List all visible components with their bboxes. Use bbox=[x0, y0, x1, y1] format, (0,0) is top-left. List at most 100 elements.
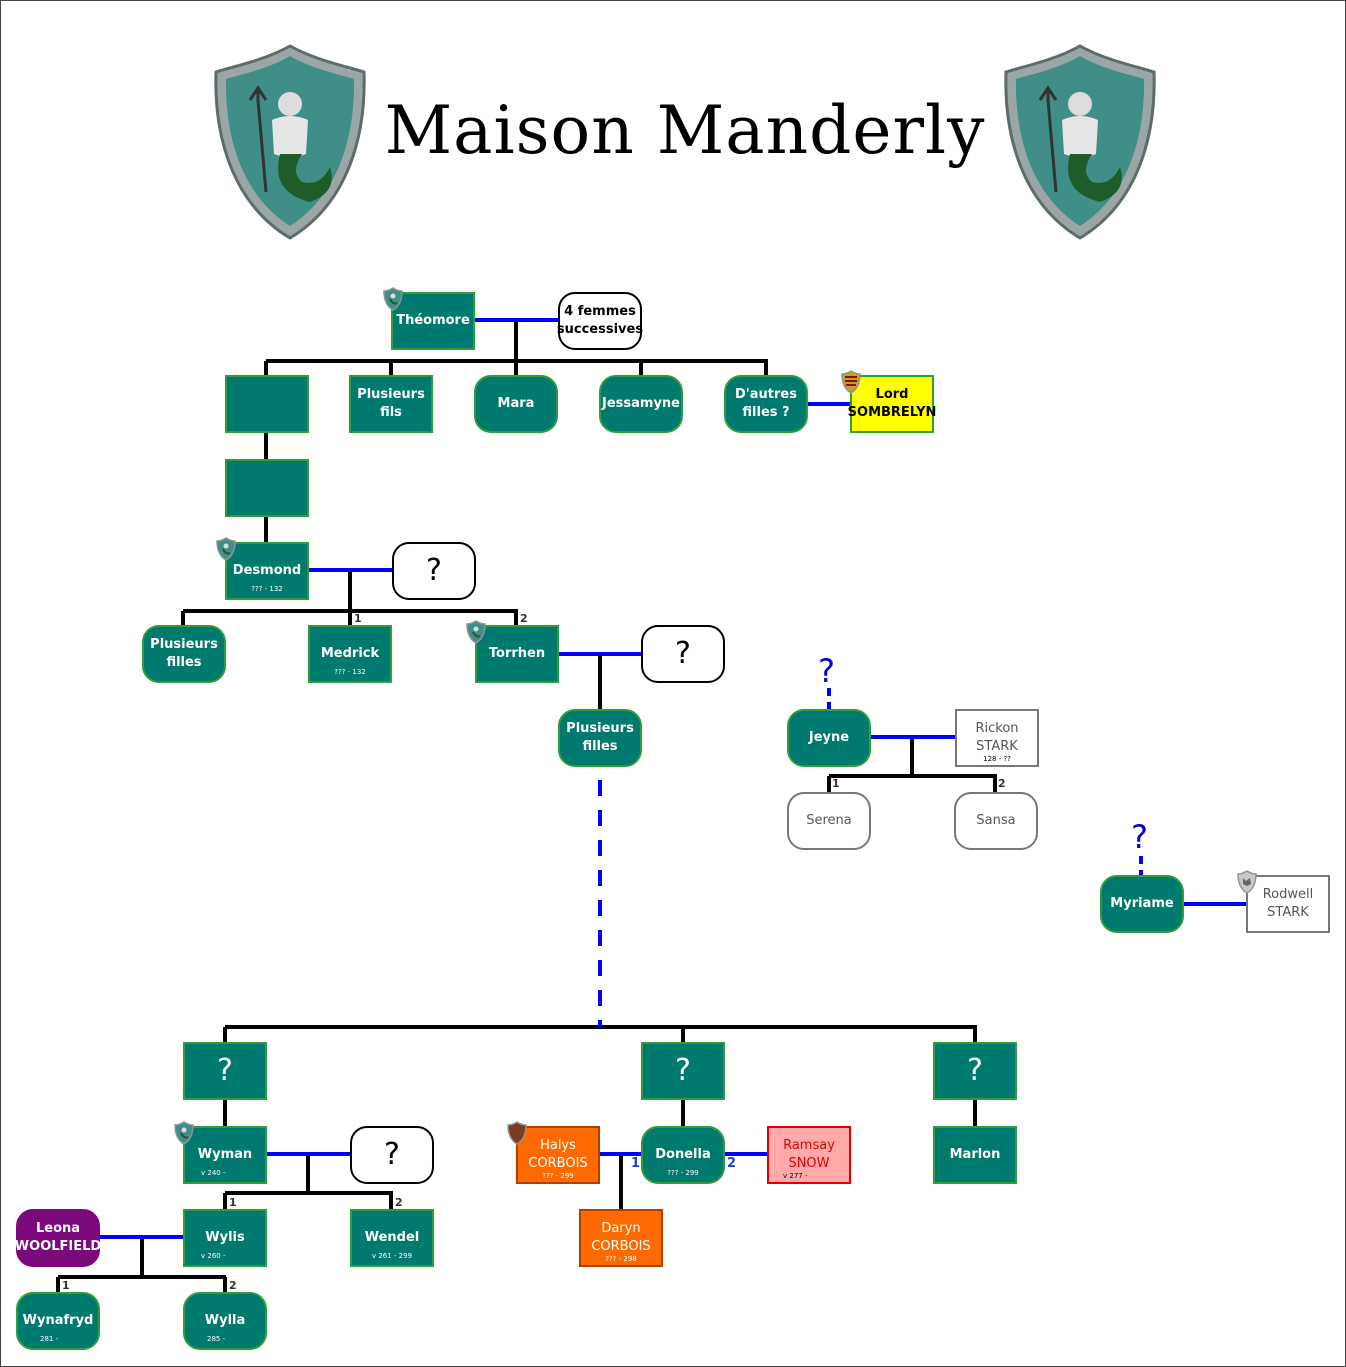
manderly-shield-icon bbox=[216, 537, 236, 561]
person-name: Halys CORBOIS bbox=[528, 1138, 588, 1171]
house-shield-icon-right bbox=[1004, 44, 1156, 240]
person-name: Desmond bbox=[232, 563, 302, 578]
child-order-number: 2 bbox=[520, 612, 528, 625]
person-name: Wyman bbox=[197, 1147, 253, 1162]
child-order-number: 2 bbox=[229, 1279, 237, 1292]
person-name: Donella bbox=[655, 1147, 711, 1162]
person-name: Jeyne bbox=[808, 730, 850, 745]
unknown-origin-marker: ? bbox=[818, 652, 835, 690]
manderly-shield-icon bbox=[174, 1121, 194, 1145]
person-name: Théomore bbox=[396, 313, 470, 328]
person-dates: ??? - 132 bbox=[334, 668, 366, 676]
person-dates: 285 - bbox=[207, 1335, 226, 1343]
person-medrick[interactable]: Medrick ??? - 132 bbox=[308, 625, 392, 683]
person-unnamed-grandson[interactable] bbox=[225, 459, 309, 517]
person-name: Mara bbox=[497, 396, 535, 411]
person-wylla[interactable]: Wylla 285 - bbox=[183, 1292, 267, 1350]
person-theomore[interactable]: Théomore bbox=[391, 292, 475, 350]
person-dates: ??? - 299 bbox=[667, 1169, 699, 1177]
person-name: ? bbox=[675, 1053, 691, 1088]
person-name: Plusieurs fils bbox=[357, 387, 425, 420]
person-name: Leona WOOLFIELD bbox=[14, 1221, 102, 1254]
person-leona-woolfield[interactable]: Leona WOOLFIELD bbox=[14, 1209, 102, 1267]
person-dates: v 260 - bbox=[201, 1252, 226, 1260]
person-name: ? bbox=[675, 636, 691, 671]
person-torrhen-spouse[interactable]: ? bbox=[641, 625, 725, 683]
person-name: Wylis bbox=[205, 1230, 245, 1245]
manderly-shield-icon bbox=[466, 620, 486, 644]
house-shield-icon-left bbox=[214, 44, 366, 240]
person-desmond[interactable]: Desmond ??? - 132 bbox=[225, 542, 309, 600]
person-dates: 128 - ?? bbox=[983, 755, 1011, 763]
person-dates: 281 - bbox=[40, 1335, 59, 1343]
corbois-shield-icon bbox=[507, 1121, 527, 1145]
person-name: Wendel bbox=[364, 1230, 420, 1245]
person-unknown-1[interactable]: ? bbox=[183, 1042, 267, 1100]
child-order-number: 2 bbox=[998, 777, 1006, 790]
child-order-number: 1 bbox=[832, 777, 840, 790]
person-desmond-daughters[interactable]: Plusieurs filles bbox=[142, 625, 226, 683]
person-name: ? bbox=[217, 1053, 233, 1088]
person-wyman-spouse[interactable]: ? bbox=[350, 1126, 434, 1184]
person-serena[interactable]: Serena bbox=[787, 792, 871, 850]
child-order-number: 1 bbox=[229, 1196, 237, 1209]
person-several-sons[interactable]: Plusieurs fils bbox=[349, 375, 433, 433]
person-name: Torrhen bbox=[488, 646, 546, 661]
person-name: Marlon bbox=[949, 1147, 1001, 1162]
person-name: Jessamyne bbox=[602, 396, 680, 411]
child-order-number: 1 bbox=[62, 1279, 70, 1292]
manderly-shield-icon bbox=[383, 287, 403, 311]
person-name: Sansa bbox=[976, 813, 1016, 828]
person-torrhen[interactable]: Torrhen bbox=[475, 625, 559, 683]
person-mara[interactable]: Mara bbox=[474, 375, 558, 433]
person-donella[interactable]: Donella ??? - 299 bbox=[641, 1126, 725, 1184]
person-name: Wylla bbox=[204, 1313, 246, 1328]
person-name: Wynafryd bbox=[22, 1313, 94, 1328]
person-name: Plusieurs filles bbox=[566, 721, 634, 754]
person-name: ? bbox=[967, 1053, 983, 1088]
person-unknown-3[interactable]: ? bbox=[933, 1042, 1017, 1100]
person-sansa[interactable]: Sansa bbox=[954, 792, 1038, 850]
person-name: Myriame bbox=[1110, 896, 1174, 911]
person-name: Lord SOMBRELYN bbox=[847, 387, 937, 420]
child-order-number: 1 bbox=[354, 612, 362, 625]
person-dates: v 277 - bbox=[783, 1172, 808, 1180]
person-desmond-spouse[interactable]: ? bbox=[392, 542, 476, 600]
person-name: Medrick bbox=[320, 646, 380, 661]
person-wylis[interactable]: Wylis v 260 - bbox=[183, 1209, 267, 1267]
person-name: Ramsay SNOW bbox=[783, 1138, 835, 1171]
sombrelyn-shield-icon bbox=[841, 370, 861, 394]
person-name: ? bbox=[426, 553, 442, 588]
person-dates: ??? - 132 bbox=[251, 585, 283, 593]
person-unnamed-son[interactable] bbox=[225, 375, 309, 433]
person-halys-corbois[interactable]: Halys CORBOIS??? - 299 bbox=[516, 1126, 600, 1184]
person-name: Plusieurs filles bbox=[150, 637, 218, 670]
person-name: D'autres filles ? bbox=[735, 387, 797, 420]
person-unknown-2[interactable]: ? bbox=[641, 1042, 725, 1100]
person-name: ? bbox=[384, 1137, 400, 1172]
person-jeyne[interactable]: Jeyne bbox=[787, 709, 871, 767]
person-four-wives[interactable]: 4 femmes successives bbox=[557, 292, 643, 350]
person-dates: ??? - 299 bbox=[542, 1172, 574, 1180]
person-name: Rodwell STARK bbox=[1262, 887, 1314, 920]
person-marlon[interactable]: Marlon bbox=[933, 1126, 1017, 1184]
marriage-order-number: 2 bbox=[727, 1156, 737, 1171]
person-lord-sombrelyn[interactable]: Lord SOMBRELYN bbox=[847, 375, 937, 433]
person-rodwell-stark[interactable]: Rodwell STARK bbox=[1246, 875, 1330, 933]
person-torrhen-daughters[interactable]: Plusieurs filles bbox=[558, 709, 642, 767]
person-daryn-corbois[interactable]: Daryn CORBOIS??? - 298 bbox=[579, 1209, 663, 1267]
person-wynafryd[interactable]: Wynafryd 281 - bbox=[16, 1292, 100, 1350]
person-other-daughters[interactable]: D'autres filles ? bbox=[724, 375, 808, 433]
child-order-number: 2 bbox=[395, 1196, 403, 1209]
person-name: Rickon STARK bbox=[975, 721, 1019, 754]
page-title: Maison Manderly bbox=[384, 92, 986, 169]
person-name: Daryn CORBOIS bbox=[591, 1221, 651, 1254]
person-jessamyne[interactable]: Jessamyne bbox=[599, 375, 683, 433]
person-myriame[interactable]: Myriame bbox=[1100, 875, 1184, 933]
unknown-origin-marker: ? bbox=[1131, 818, 1148, 856]
